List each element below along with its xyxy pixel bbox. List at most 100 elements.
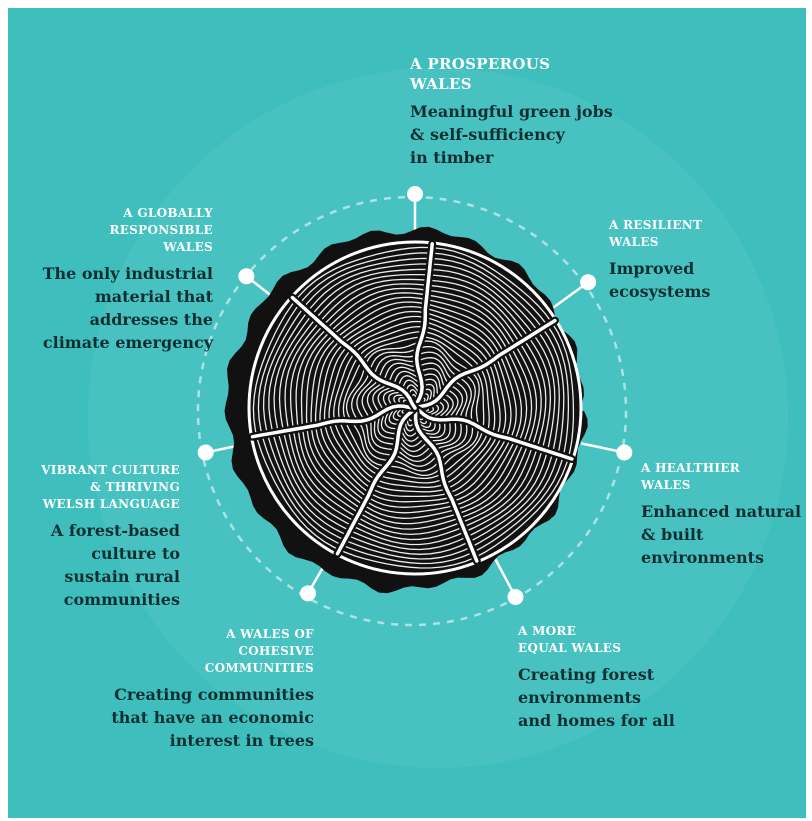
title-line: COMMUNITIES [204,661,314,675]
title-line: WALES [609,235,659,249]
growth-ring [323,315,507,498]
desc-line: Creating communities [114,685,314,704]
goal-description: Enhanced natural & built environments [641,500,801,569]
growth-ring [351,345,476,472]
desc-line: in timber [410,148,494,167]
goal-dots [197,186,633,605]
growth-ring [310,301,523,514]
title-line: COHESIVE [238,644,314,658]
growth-ring [314,305,517,508]
goal-title: VIBRANT CULTURE & THRIVING WELSH LANGUAG… [41,462,180,513]
section-divider [413,406,574,461]
desc-line: ecosystems [609,282,711,301]
section-divider [413,242,434,410]
title-line: A PROSPEROUS [410,55,551,73]
section-divider [335,406,417,556]
growth-ring [289,283,542,536]
goal-title: A GLOBALLY RESPONSIBLE WALES [43,205,213,256]
growth-ring [257,252,570,565]
title-line: WALES [163,240,213,254]
desc-line: environments [641,548,765,567]
growth-ring [252,246,575,569]
growth-ring [305,296,528,519]
goal-more-equal-wales: A MORE EQUAL WALES Creating forest envir… [518,623,675,732]
growth-ring [284,278,547,541]
desc-line: material that [94,287,213,306]
growth-ring [366,362,464,458]
growth-ring [262,257,565,560]
desc-line: sustain rural [64,567,180,586]
desc-line: A forest-based [50,521,180,540]
desc-line: Improved [609,259,695,278]
desc-line: that have an economic [111,708,314,727]
title-line: WALES [641,478,691,492]
goal-title: A RESILIENT WALES [609,217,710,251]
goal-title: A WALES OF COHESIVE COMMUNITIES [111,626,314,677]
desc-line: climate emergency [42,333,213,352]
goal-dot [300,585,316,602]
growth-ring [295,287,538,530]
wood-rim [247,240,583,576]
goal-description: A forest-based culture to sustain rural … [41,519,180,611]
desc-line: The only industrial [42,264,213,283]
growth-ring [300,292,533,525]
growth-ring [268,263,560,555]
growth-ring [345,340,480,477]
goal-description: Improved ecosystems [609,257,710,303]
goal-dot [197,444,214,461]
title-line: A MORE [518,624,577,638]
title-line: A GLOBALLY [123,206,213,220]
desc-line: addresses the [89,310,213,329]
section-divider [413,318,557,410]
desc-line: Enhanced natural [641,502,802,521]
goal-cohesive-communities: A WALES OF COHESIVE COMMUNITIES Creating… [111,626,314,752]
growth-ring [342,336,485,480]
desc-line: and homes for all [518,711,675,730]
goal-prosperous-wales: A PROSPEROUS WALES Meaningful green jobs… [410,54,613,169]
desc-line: Creating forest [518,665,655,684]
goal-description: Meaningful green jobs & self-sufficiency… [410,100,613,169]
growth-ring [319,310,512,503]
section-dividers [248,239,576,565]
goal-healthier-wales: A HEALTHIER WALES Enhanced natural & bui… [641,460,801,569]
desc-line: environments [518,688,642,707]
goal-title: A PROSPEROUS WALES [410,54,613,94]
title-line: A WALES OF [226,627,314,641]
goal-dot [616,444,633,461]
growth-ring [337,331,490,484]
title-line: WALES [410,75,472,93]
goal-title: A MORE EQUAL WALES [518,623,675,657]
goal-dot [407,186,423,202]
title-line: WELSH LANGUAGE [42,497,180,511]
title-line: A RESILIENT [609,218,703,232]
goal-dot [507,588,524,605]
desc-line: Meaningful green jobs [410,102,613,121]
goal-globally-responsible-wales: A GLOBALLY RESPONSIBLE WALES The only in… [43,205,213,354]
goal-dot [238,268,255,285]
title-line: EQUAL WALES [518,641,622,655]
section-divider [290,295,417,410]
desc-line: communities [63,590,180,609]
goal-vibrant-culture: VIBRANT CULTURE & THRIVING WELSH LANGUAG… [41,462,180,611]
growth-ring [328,320,501,493]
goal-description: Creating forest environments and homes f… [518,663,675,732]
growth-ring [278,273,552,546]
goal-description: Creating communities that have an econom… [111,683,314,752]
growth-ring [333,325,496,488]
desc-line: & built [641,525,704,544]
section-divider [250,404,417,439]
title-line: A HEALTHIER [641,461,741,475]
desc-line: culture to [91,544,180,563]
goal-description: The only industrial material that addres… [43,262,213,354]
goal-title: A HEALTHIER WALES [641,460,801,494]
goal-resilient-wales: A RESILIENT WALES Improved ecosystems [609,217,710,303]
title-line: VIBRANT CULTURE [41,463,180,477]
desc-line: & self-sufficiency [410,125,565,144]
desc-line: interest in trees [169,731,314,750]
section-divider [413,406,479,563]
goal-dot [580,274,597,291]
growth-ring [372,366,459,453]
title-line: & THRIVING [89,480,180,494]
